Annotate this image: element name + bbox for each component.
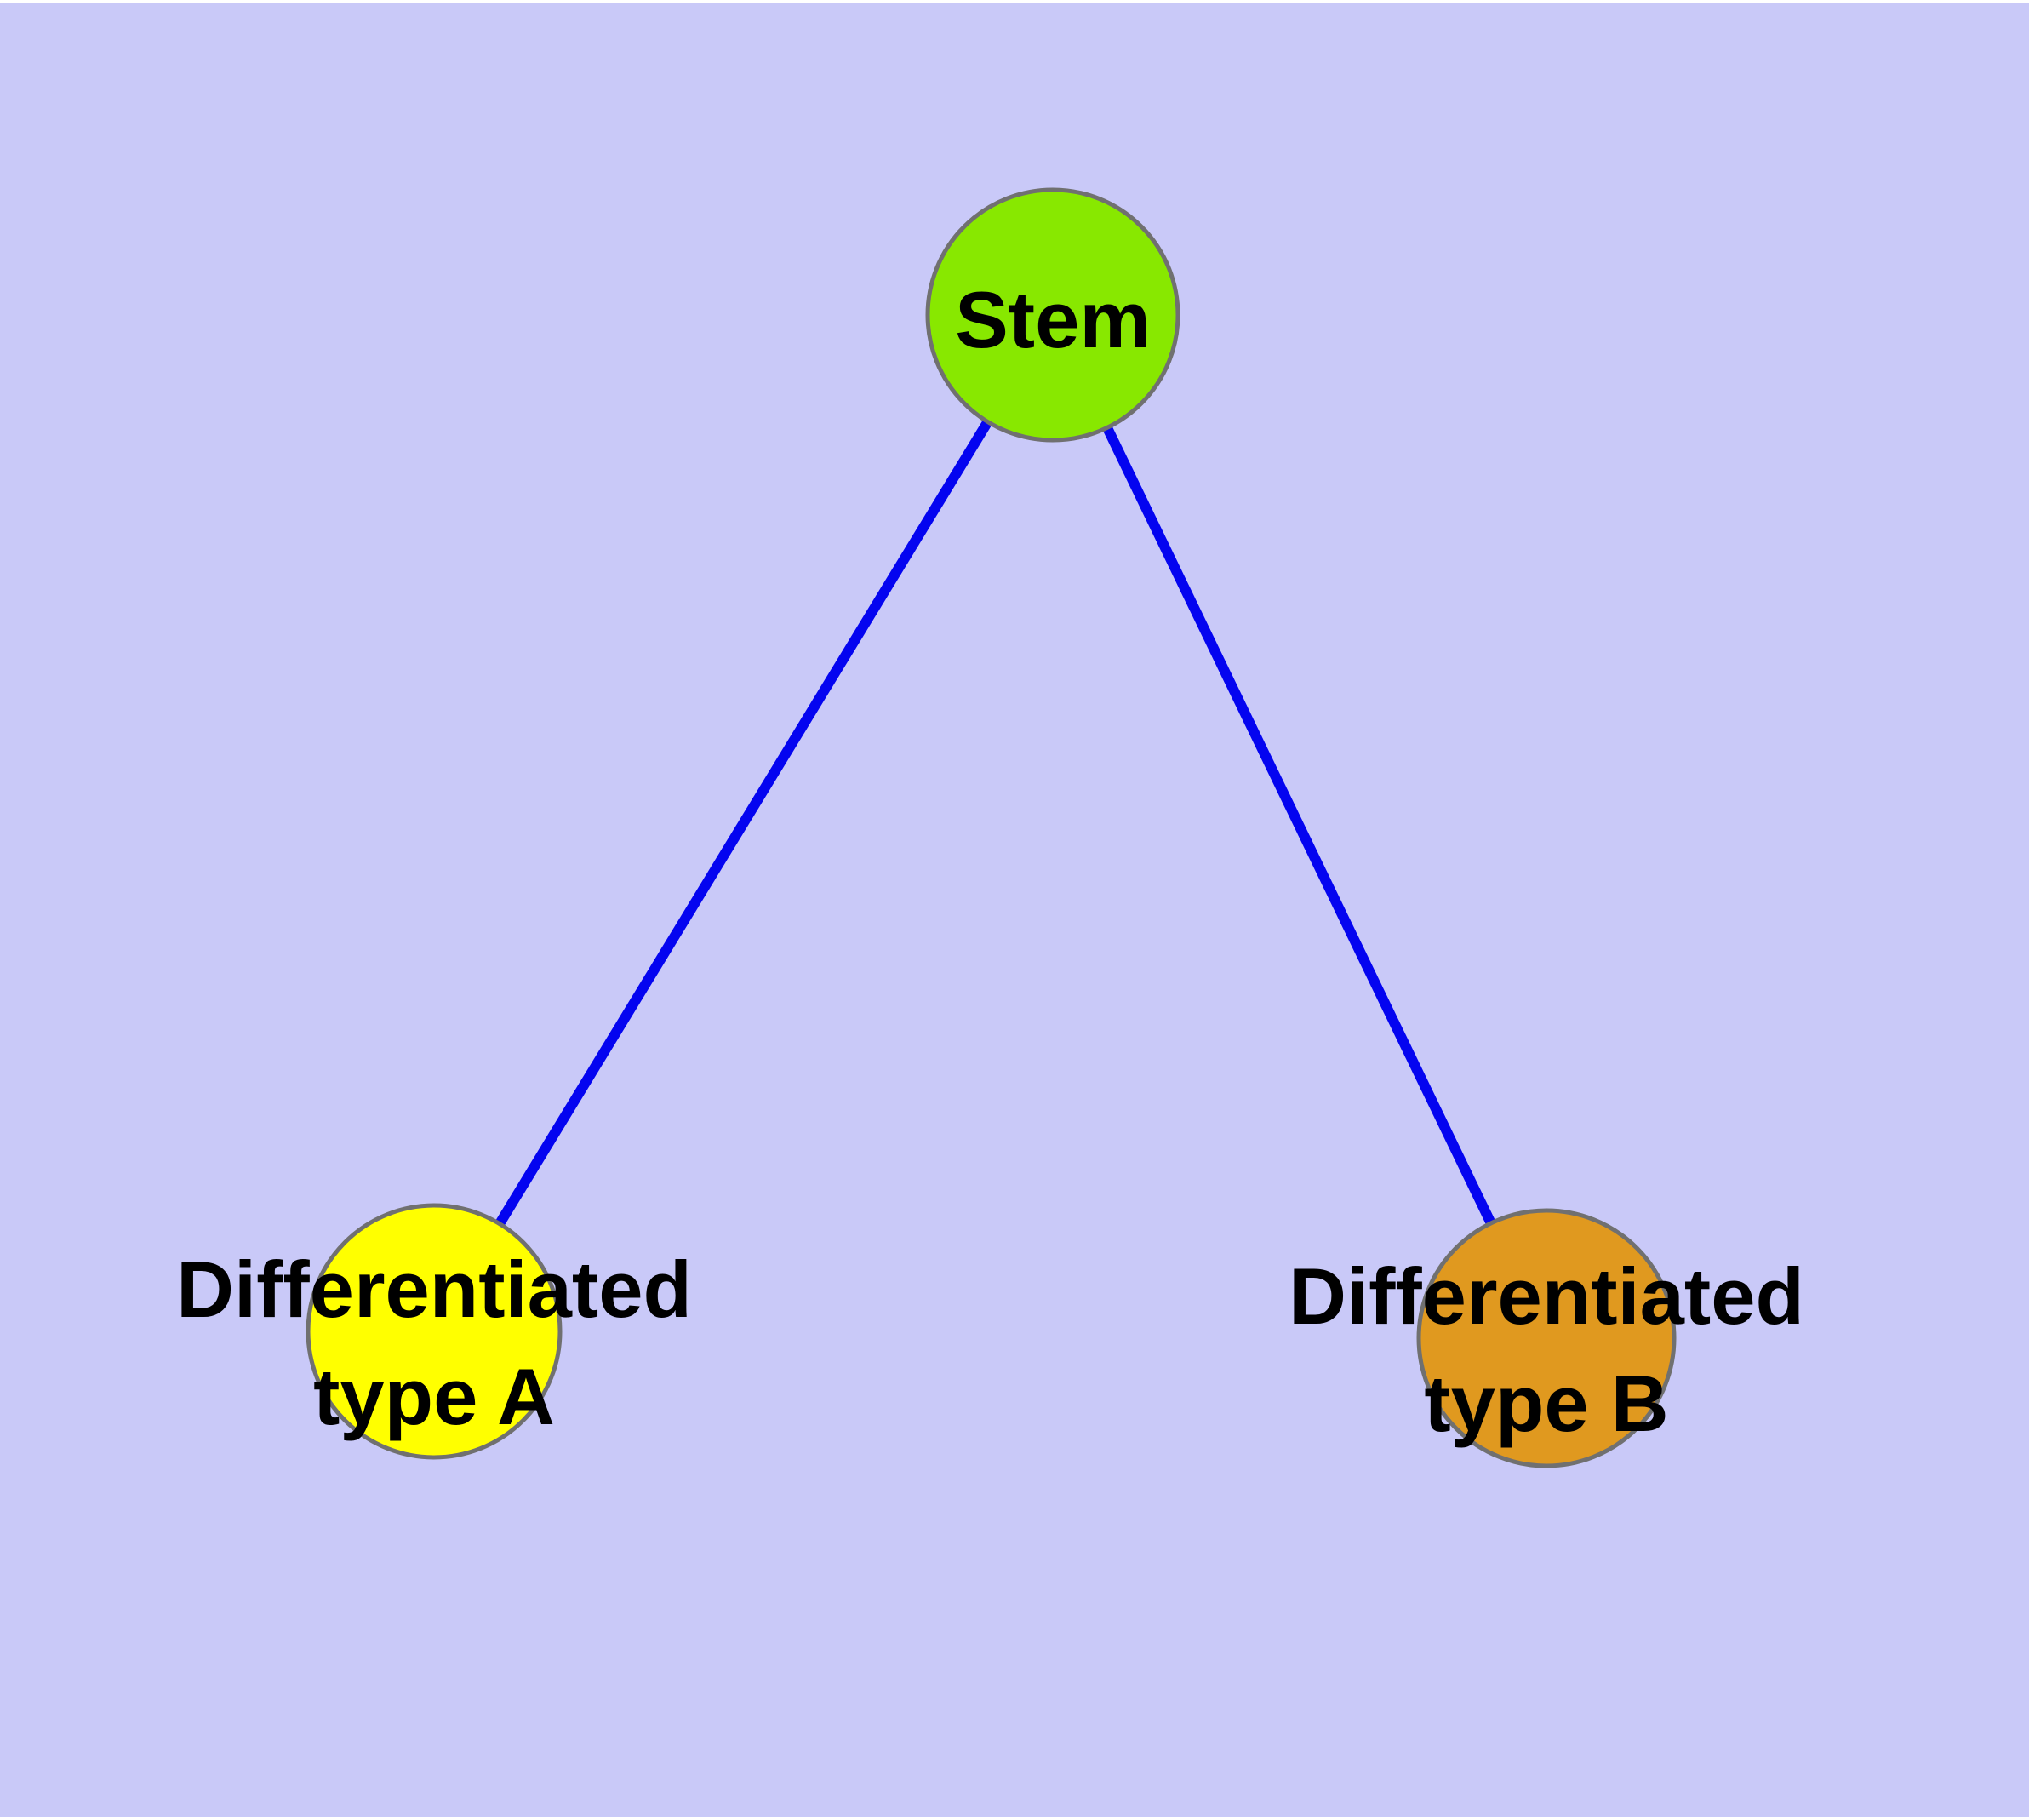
node-type-b-label-line1: Differentiated bbox=[1289, 1251, 1804, 1341]
node-type-b-label-line2: type B bbox=[1424, 1359, 1668, 1448]
node-type-a-circle bbox=[306, 1203, 563, 1460]
node-differentiated-type-b: Differentiated type B bbox=[1289, 1208, 1804, 1468]
node-stem-circle bbox=[925, 187, 1180, 443]
edge-group bbox=[429, 312, 1552, 1341]
node-type-a-label-line2: type A bbox=[313, 1352, 555, 1441]
node-type-b-circle bbox=[1416, 1208, 1677, 1468]
node-differentiated-type-a: Differentiated type A bbox=[176, 1203, 692, 1460]
node-type-a-label-line1: Differentiated bbox=[176, 1245, 692, 1334]
edge-stem-to-type-a bbox=[429, 312, 1058, 1335]
node-stem: Stem bbox=[925, 187, 1180, 443]
node-stem-label: Stem bbox=[955, 275, 1151, 364]
edge-stem-to-type-b bbox=[1048, 312, 1552, 1341]
